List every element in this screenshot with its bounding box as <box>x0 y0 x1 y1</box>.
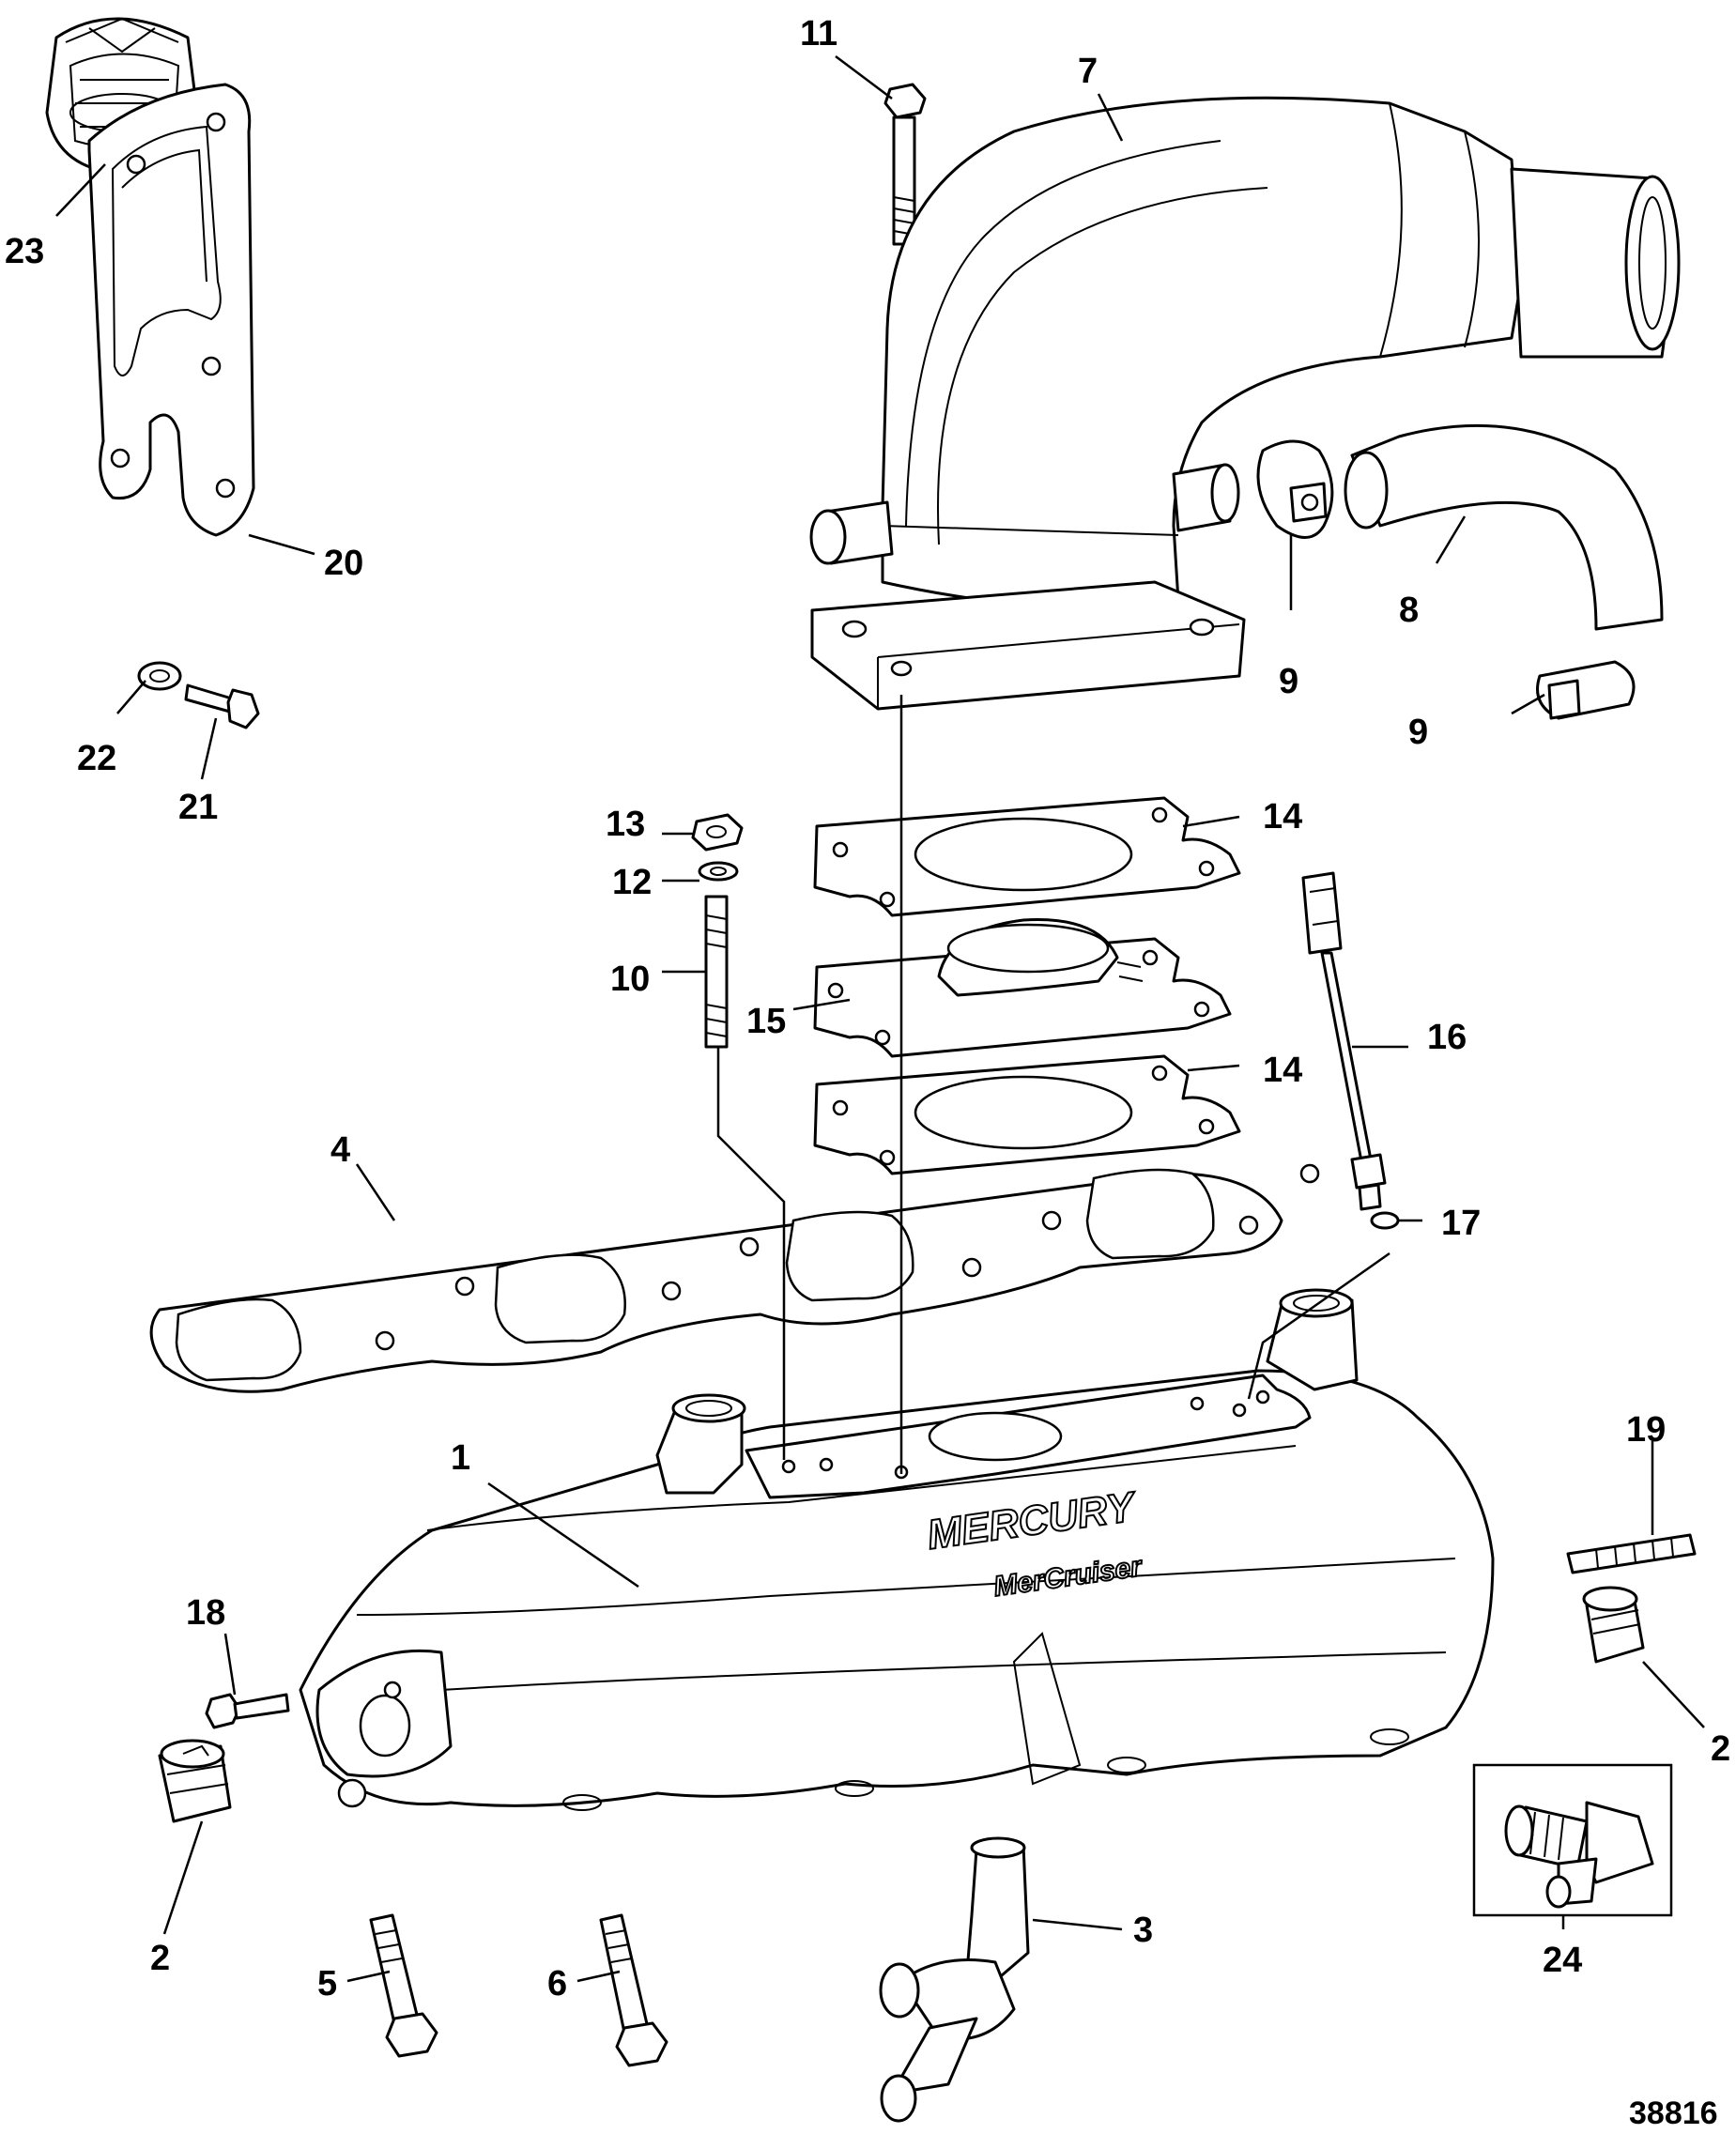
screw-part-18 <box>205 1693 290 1729</box>
exhaust-elbow-part-7 <box>809 96 1681 711</box>
temperature-sender-part-16 <box>1301 871 1387 1211</box>
callout-22: 22 <box>77 739 116 778</box>
callout-15: 15 <box>746 1002 786 1041</box>
diagram-reference-number: 38816 <box>1629 2096 1718 2131</box>
callout-6: 6 <box>547 1964 567 2004</box>
stud-part-10 <box>704 895 729 1049</box>
o-ring-part-17 <box>1370 1211 1400 1230</box>
hose-clamp-part-9-lower <box>1536 660 1636 720</box>
callout-14-upper: 14 <box>1263 797 1302 837</box>
callout-10: 10 <box>610 960 650 999</box>
bracket-plate-part-20 <box>87 83 255 537</box>
stud-part-19 <box>1566 1533 1697 1574</box>
washer-part-12 <box>698 861 739 882</box>
hose-part-8 <box>1344 423 1664 631</box>
callout-13: 13 <box>606 805 645 844</box>
callout-17: 17 <box>1441 1204 1481 1243</box>
bolt-part-6 <box>599 1913 668 2067</box>
pipe-plug-part-2-left <box>158 1739 232 1823</box>
callout-21: 21 <box>178 788 218 827</box>
pipe-plug-part-2-right <box>1582 1586 1645 1664</box>
callout-23: 23 <box>5 232 44 271</box>
gasket-part-14-upper <box>813 796 1241 917</box>
callout-19: 19 <box>1626 1410 1666 1450</box>
callout-14-lower: 14 <box>1263 1051 1302 1090</box>
callout-8: 8 <box>1399 591 1419 630</box>
callout-24: 24 <box>1543 1941 1582 1980</box>
screw-part-21 <box>184 683 260 729</box>
washer-part-22 <box>137 661 182 691</box>
callout-11: 11 <box>800 14 837 54</box>
exhaust-manifold-part-1: MERCURY MerCruiser <box>299 1288 1495 1811</box>
callout-20: 20 <box>324 544 363 583</box>
restrictor-plate-part-15 <box>813 918 1232 1058</box>
callout-5: 5 <box>317 1964 337 2004</box>
callout-2-left: 2 <box>150 1939 170 1978</box>
callout-12: 12 <box>612 863 652 902</box>
bolt-part-5 <box>369 1913 438 2058</box>
callout-9-lower: 9 <box>1408 713 1428 752</box>
leader-lines <box>55 55 1705 1983</box>
callout-16: 16 <box>1427 1018 1467 1057</box>
callout-3: 3 <box>1133 1911 1153 1950</box>
callout-2-right: 2 <box>1711 1729 1730 1769</box>
boxed-fitting-part-24 <box>1472 1763 1673 1917</box>
callout-1: 1 <box>451 1438 470 1478</box>
callout-labels: 23 11 7 20 22 21 9 8 9 13 12 10 14 15 14… <box>5 14 1730 2004</box>
callout-4: 4 <box>330 1130 350 1170</box>
hose-clamp-part-9-upper <box>1256 439 1334 539</box>
callout-7: 7 <box>1078 52 1098 91</box>
bolt-part-11 <box>883 83 927 246</box>
nut-part-13 <box>691 813 744 852</box>
elbow-fitting-part-3 <box>879 1836 1030 2123</box>
manifold-gasket-part-4 <box>149 1163 1320 1393</box>
gasket-part-14-lower <box>813 1054 1241 1175</box>
callout-9-upper: 9 <box>1279 662 1298 701</box>
callout-18: 18 <box>186 1593 225 1633</box>
